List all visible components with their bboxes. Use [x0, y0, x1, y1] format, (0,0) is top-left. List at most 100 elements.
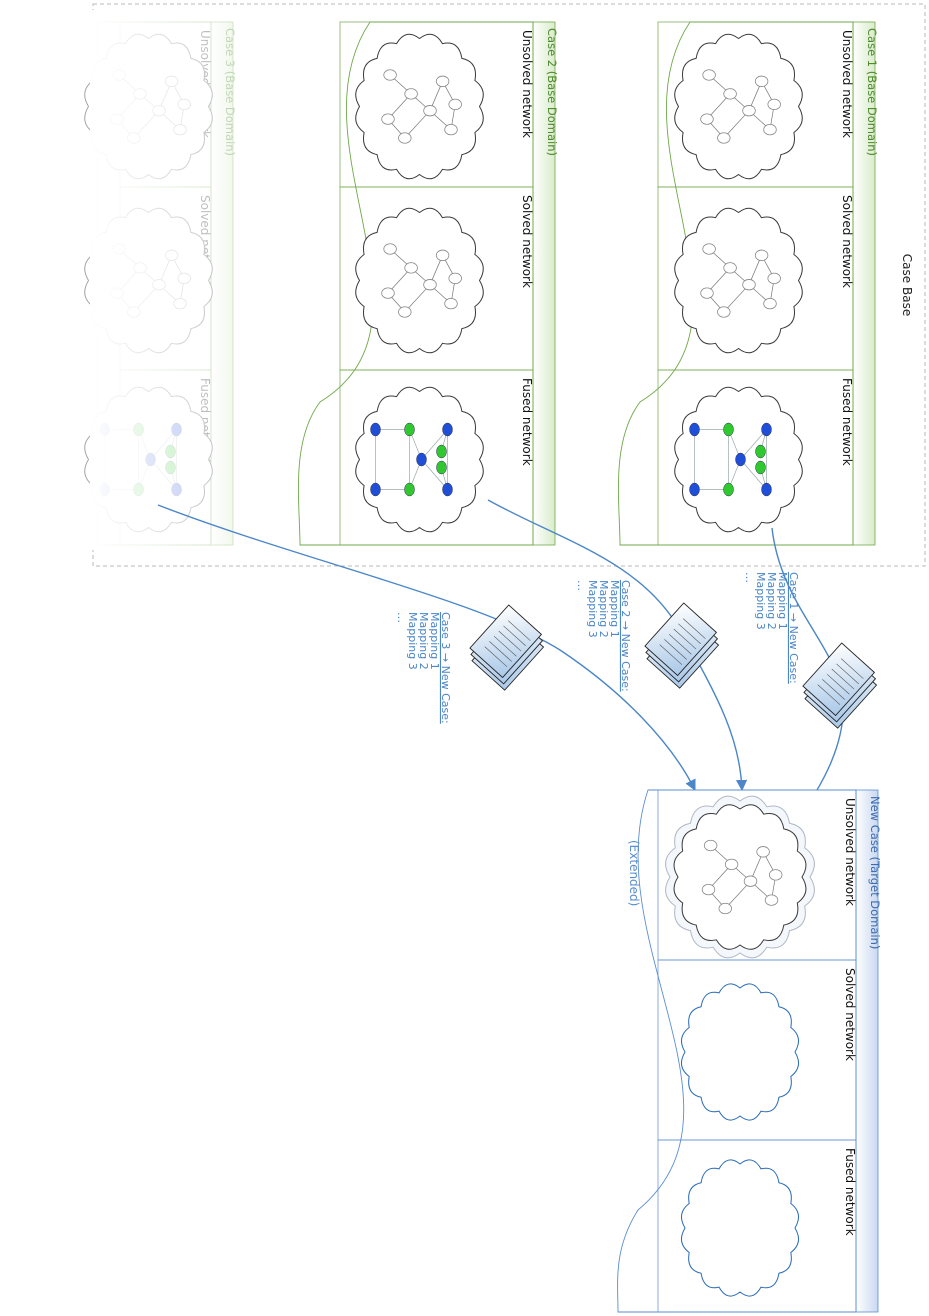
fused-network-node-blue [442, 482, 453, 497]
fused-network-node-blue [761, 422, 772, 437]
document-line [493, 635, 517, 657]
unsolved-network-node [383, 69, 397, 81]
solved-network-node [700, 287, 714, 299]
case-card-2: Case 2 (Base Domain)Unsolved networkSolv… [297, 21, 559, 546]
solved-network-node [767, 272, 781, 285]
mapping-item: Mapping 3 [754, 572, 767, 630]
unsolved-network-node [701, 883, 716, 896]
document-line [836, 663, 859, 685]
case-title: Case 1 (Base Domain) [865, 28, 879, 156]
document-line [826, 673, 850, 695]
solved-network-node [448, 272, 462, 285]
document-line [489, 641, 512, 662]
fused-network-node-blue [735, 452, 746, 467]
fused-network-node-blue [442, 422, 453, 437]
fused-network-node-green [755, 444, 766, 459]
case-card-1: Case 1 (Base Domain)Unsolved networkSolv… [617, 21, 879, 546]
fused-network-edge [740, 459, 767, 490]
unsolved-network-node [404, 88, 418, 100]
unsolved-network-node [724, 858, 739, 871]
fused-network-node-blue [761, 482, 772, 497]
fused-network-edge [740, 429, 767, 460]
fused-network-node-blue [416, 452, 427, 467]
document-line [817, 684, 841, 705]
mapping-item: Mapping 2 [597, 580, 610, 638]
fused-network-node-green [404, 422, 415, 437]
new-case-panel-label: Unsolved network [843, 798, 857, 906]
document-line [507, 620, 531, 641]
case-panel [339, 369, 534, 546]
mapping-item: … [575, 580, 588, 591]
unsolved-network-node [723, 88, 737, 100]
unsolved-network-node [435, 75, 450, 87]
unsolved-network-edge [725, 880, 751, 909]
unsolved-network-node [754, 75, 769, 87]
fused-network-node-blue [689, 422, 700, 437]
solved-network-node [754, 249, 769, 261]
unsolved-network-node [444, 123, 458, 136]
solved-network-node [423, 279, 437, 291]
case-panel [657, 369, 854, 546]
solved-network-node [742, 279, 756, 291]
empty-cloud-shape [681, 1159, 799, 1297]
unsolved-network-node [703, 839, 718, 852]
document-line [484, 646, 508, 667]
mapping-item: Mapping 3 [586, 580, 599, 638]
case-3-fade-overlay [90, 10, 270, 550]
extended-label: (Extended) [627, 840, 641, 906]
fused-network-node-green [755, 460, 766, 475]
document-icon [802, 642, 876, 717]
mapping-item: Mapping 1 [776, 572, 789, 630]
mapping-item: Mapping 2 [765, 572, 778, 630]
unsolved-network-node [700, 113, 714, 125]
unsolved-network-node [423, 105, 437, 117]
unsolved-network-node [763, 123, 777, 136]
document-line [682, 618, 706, 639]
fused-network-edge [421, 459, 448, 490]
new-case-title: New Case (Target Domain) [868, 796, 882, 949]
unsolved-network-node [756, 846, 770, 858]
solved-network-node [444, 297, 458, 310]
fused-network-node-green [723, 422, 734, 437]
document-line [831, 668, 855, 690]
case-panel-label: Unsolved network [840, 30, 854, 138]
case-panel-label: Fused network [520, 378, 534, 466]
document-stack-icon [644, 602, 720, 689]
document-line [822, 679, 845, 700]
fused-network-node-green [723, 482, 734, 497]
fused-network-node-green [404, 482, 415, 497]
document-line [659, 644, 683, 665]
document-line [503, 625, 526, 647]
solved-network-edge [404, 284, 431, 313]
solved-network-edge [723, 284, 750, 313]
new-case-panel-label: Solved network [843, 968, 857, 1061]
unsolved-network-node [764, 894, 779, 906]
unsolved-network-edge [404, 110, 431, 139]
unsolved-network-node [448, 98, 462, 111]
new-case-card: New Case (Target Domain) (Extended) Unsolv… [617, 789, 882, 1313]
document-stack-icon [802, 642, 878, 729]
mapping-item: … [743, 572, 756, 583]
mapping-item: Mapping 2 [417, 612, 430, 670]
document-line [664, 639, 687, 660]
fused-network-edge [421, 429, 448, 460]
document-stack-icon [469, 604, 545, 691]
unsolved-network-node [717, 132, 731, 144]
solved-network-node [381, 287, 395, 299]
fused-network-node-green [436, 460, 447, 475]
empty-cloud-shape [681, 983, 799, 1121]
mapping-item: Mapping 3 [406, 612, 419, 670]
solved-network-node [383, 243, 397, 255]
fused-network-node-blue [689, 482, 700, 497]
document-icon [644, 602, 718, 677]
fused-network-node-blue [370, 482, 381, 497]
unsolved-network-node [702, 69, 716, 81]
case-base-title: Case Base [900, 254, 914, 316]
mapping-header: Case 2 → New Case: [619, 580, 632, 692]
solved-network-node [398, 306, 412, 318]
